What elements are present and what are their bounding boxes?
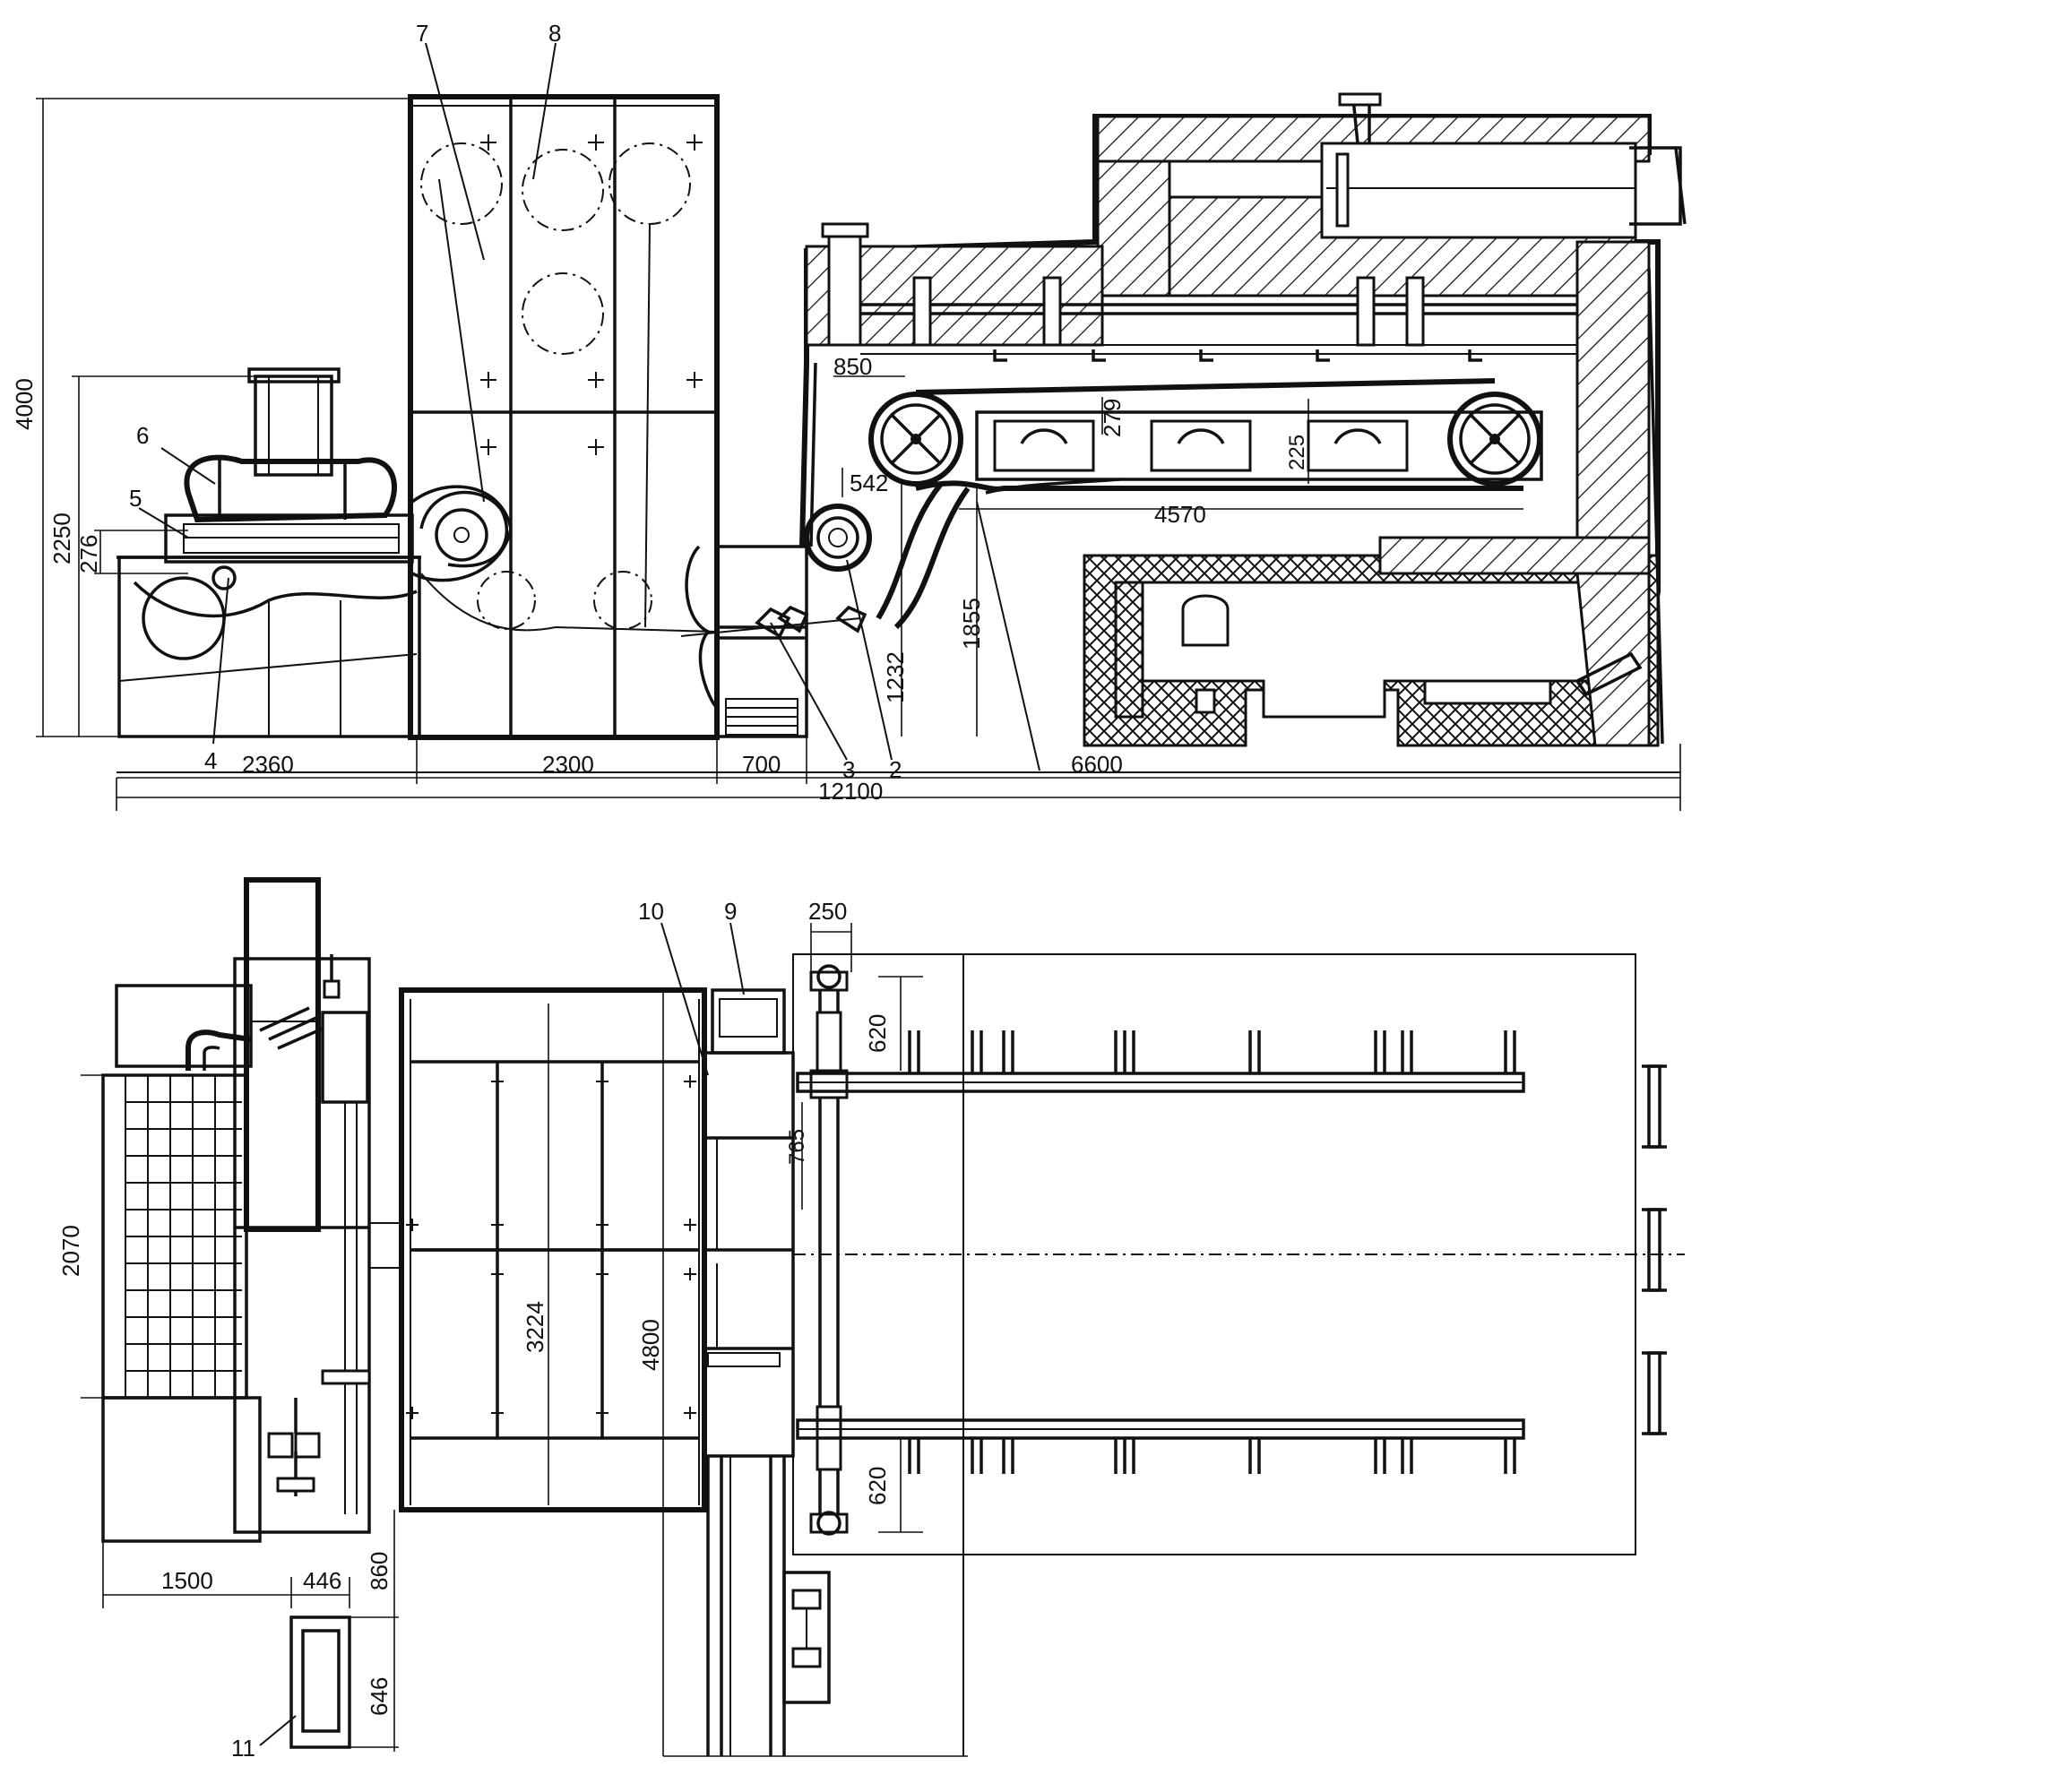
dim-620-bottom: 620 [864, 1467, 891, 1505]
part-number-4: 4 [204, 747, 217, 774]
dim-2070: 2070 [57, 1225, 84, 1277]
part-number-11: 11 [231, 1735, 255, 1762]
dim-overall-height: 4000 [11, 378, 38, 430]
dim-4570: 4570 [1154, 501, 1206, 528]
dim-1500: 1500 [161, 1567, 213, 1594]
dim-620-top: 620 [864, 1014, 891, 1053]
dim-1232: 1232 [882, 651, 909, 703]
side-view-labels: 7 8 6 5 4 3 2 4000 2250 276 2360 2300 70… [11, 20, 1309, 805]
dim-542: 542 [850, 470, 888, 496]
dim-4800: 4800 [637, 1319, 664, 1371]
dim-276: 276 [75, 535, 102, 573]
side-view [36, 42, 1687, 811]
dim-6600: 6600 [1071, 751, 1123, 778]
dim-860: 860 [366, 1552, 393, 1590]
part-number-3: 3 [842, 756, 855, 783]
part-number-8: 8 [548, 20, 561, 47]
dim-1855: 1855 [958, 598, 985, 650]
dim-765: 765 [785, 1129, 809, 1165]
dim-overall-length: 12100 [818, 778, 883, 805]
dim-250: 250 [808, 898, 847, 925]
dim-700: 700 [742, 751, 781, 778]
dim-279: 279 [1099, 399, 1126, 437]
plan-view [81, 877, 1685, 1757]
dim-850: 850 [833, 353, 872, 380]
part-number-2: 2 [889, 756, 902, 783]
dim-646: 646 [366, 1677, 393, 1716]
part-number-10: 10 [638, 898, 664, 925]
part-number-7: 7 [416, 20, 428, 47]
part-number-5: 5 [129, 485, 142, 512]
dim-225: 225 [1285, 435, 1309, 470]
plan-view-labels: 10 9 11 250 620 765 2070 3224 4800 620 1… [57, 898, 891, 1762]
dim-446: 446 [303, 1567, 341, 1594]
dim-3224: 3224 [522, 1301, 548, 1353]
dim-2300: 2300 [542, 751, 594, 778]
dim-2360: 2360 [242, 751, 294, 778]
part-number-6: 6 [136, 422, 149, 449]
dim-2250: 2250 [48, 513, 75, 564]
part-number-9: 9 [724, 898, 737, 925]
